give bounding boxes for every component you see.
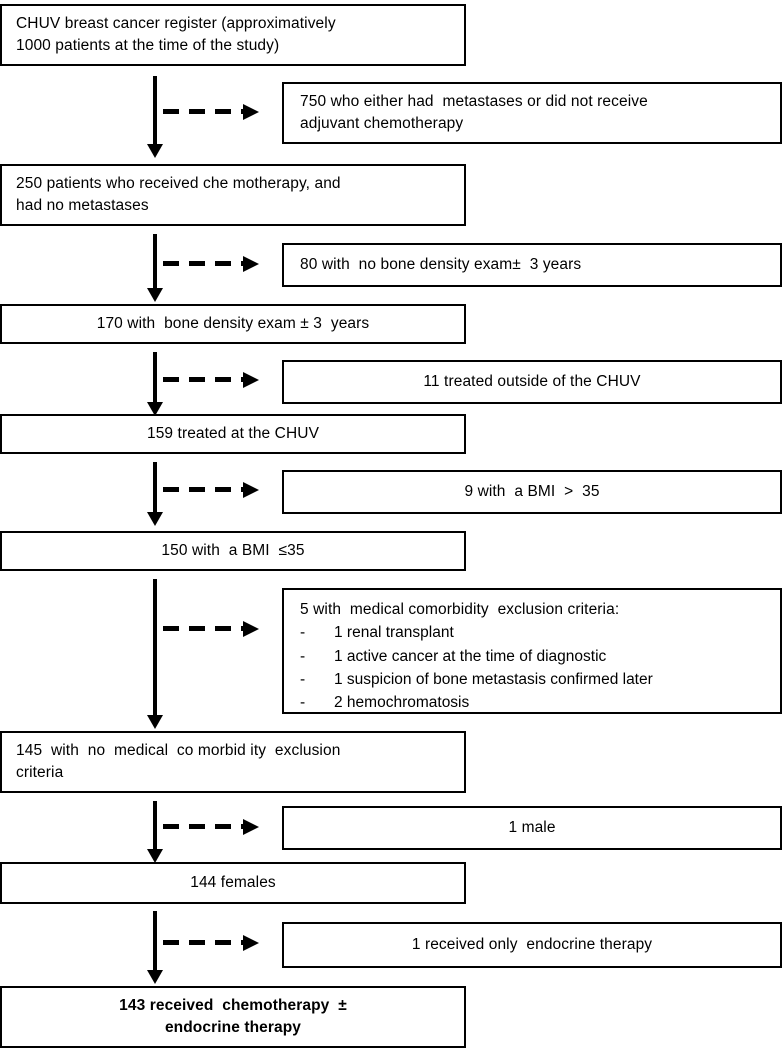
node-text-line: had no metastases [16,197,149,214]
arrow-shaft [153,579,157,715]
connector-arrow-down-3 [147,352,163,416]
exclusion-node-750: 750 who either had metastases or did not… [282,82,782,144]
bullet-dash-icon: - [300,647,306,665]
dashed-line [163,109,243,114]
node-text-line: 750 who either had metastases or did not… [300,92,648,110]
node-text-line: 9 with a BMI > 35 [464,482,600,500]
node-text-line: criteria [16,764,64,781]
exclusion-node-1-male: 1 male [282,806,782,850]
list-item: - 1 suspicion of bone metastasis confirm… [300,668,764,691]
connector-arrow-down-7 [147,911,163,984]
node-text-line: adjuvant chemotherapy [300,115,464,132]
exclusion-arrow-dashed-5 [163,621,259,637]
node-text-line: 1 received only endocrine therapy [411,935,653,953]
node-text-line: 145 with no medical co morbid ity exclus… [16,741,341,759]
arrow-head-right-icon [243,482,259,498]
arrow-shaft [153,462,157,512]
list-item: - 1 active cancer at the time of diagnos… [300,645,764,668]
bullet-dash-icon: - [300,624,306,642]
arrow-head-right-icon [243,819,259,835]
dashed-line [163,261,243,266]
node-text-line: CHUV breast cancer register (approximati… [16,14,336,32]
arrow-head-right-icon [243,372,259,388]
arrow-shaft [153,911,157,970]
dashed-line [163,824,243,829]
list-item: - 1 renal transplant [300,621,764,644]
arrow-shaft [153,352,157,402]
exclusion-node-1-endocrine: 1 received only endocrine therapy [282,922,782,968]
node-text-line: 150 with a BMI ≤35 [161,541,305,559]
node-text-line: 170 with bone density exam ± 3 years [96,314,370,332]
exclusion-node-5-comorbidity: 5 with medical comorbidity exclusion cri… [282,588,782,714]
connector-arrow-down-6 [147,801,163,863]
dashed-line [163,940,243,945]
list-item-text: 1 renal transplant [334,624,454,642]
arrow-head-down-icon [147,512,163,526]
arrow-head-down-icon [147,715,163,729]
node-text-line: endocrine therapy [164,1019,302,1036]
exclusion-arrow-dashed-2 [163,256,259,272]
exclusion-node-80: 80 with no bone density exam± 3 years [282,243,782,287]
arrow-head-right-icon [243,104,259,120]
node-text-line: 11 treated outside of the CHUV [423,372,641,390]
flow-node-no-comorbidity: 145 with no medical co morbid ity exclus… [0,731,466,793]
arrow-head-right-icon [243,935,259,951]
exclusion-arrow-dashed-4 [163,482,259,498]
arrow-head-right-icon [243,256,259,272]
connector-arrow-down-4 [147,462,163,526]
flow-node-register: CHUV breast cancer register (approximati… [0,4,466,66]
exclusion-arrow-dashed-7 [163,935,259,951]
arrow-head-down-icon [147,144,163,158]
list-item-text: 1 active cancer at the time of diagnosti… [334,647,607,665]
list-item-text: 1 suspicion of bone metastasis confirmed… [334,670,653,688]
arrow-head-down-icon [147,288,163,302]
dashed-line [163,626,243,631]
bullet-dash-icon: - [300,670,306,688]
node-text-line: 143 received chemotherapy ± [119,996,347,1014]
connector-arrow-down-2 [147,234,163,302]
arrow-head-down-icon [147,402,163,416]
exclusion-arrow-dashed-3 [163,372,259,388]
list-item: - 2 hemochromatosis [300,691,764,714]
flow-node-bmi-le-35: 150 with a BMI ≤35 [0,531,466,571]
flow-node-final-cohort: 143 received chemotherapy ± endocrine th… [0,986,466,1048]
connector-arrow-down-5 [147,579,163,729]
node-text-line: 159 treated at the CHUV [146,424,320,442]
bullet-dash-icon: - [300,694,306,712]
arrow-head-down-icon [147,849,163,863]
dashed-line [163,377,243,382]
arrow-shaft [153,801,157,849]
node-text-line: 144 females [190,873,276,891]
dashed-line [163,487,243,492]
arrow-head-down-icon [147,970,163,984]
flow-node-chemo-no-metastases: 250 patients who received che motherapy,… [0,164,466,226]
exclusion-node-11: 11 treated outside of the CHUV [282,360,782,404]
node-text-line: 1000 patients at the time of the study) [16,37,280,54]
node-text-line: 250 patients who received che motherapy,… [16,174,341,192]
exclusion-node-9-bmi: 9 with a BMI > 35 [282,470,782,514]
list-item-text: 2 hemochromatosis [334,694,470,712]
exclusion-arrow-dashed-6 [163,819,259,835]
arrow-head-right-icon [243,621,259,637]
flow-node-treated-at-chuv: 159 treated at the CHUV [0,414,466,454]
flow-node-females: 144 females [0,862,466,904]
node-text-line: 5 with medical comorbidity exclusion cri… [300,601,620,618]
connector-arrow-down-1 [147,76,163,158]
arrow-shaft [153,234,157,288]
node-text-line: 1 male [508,818,556,836]
exclusion-arrow-dashed-1 [163,104,259,120]
node-text-line: 80 with no bone density exam± 3 years [300,255,582,273]
flow-node-bone-density: 170 with bone density exam ± 3 years [0,304,466,344]
arrow-shaft [153,76,157,144]
